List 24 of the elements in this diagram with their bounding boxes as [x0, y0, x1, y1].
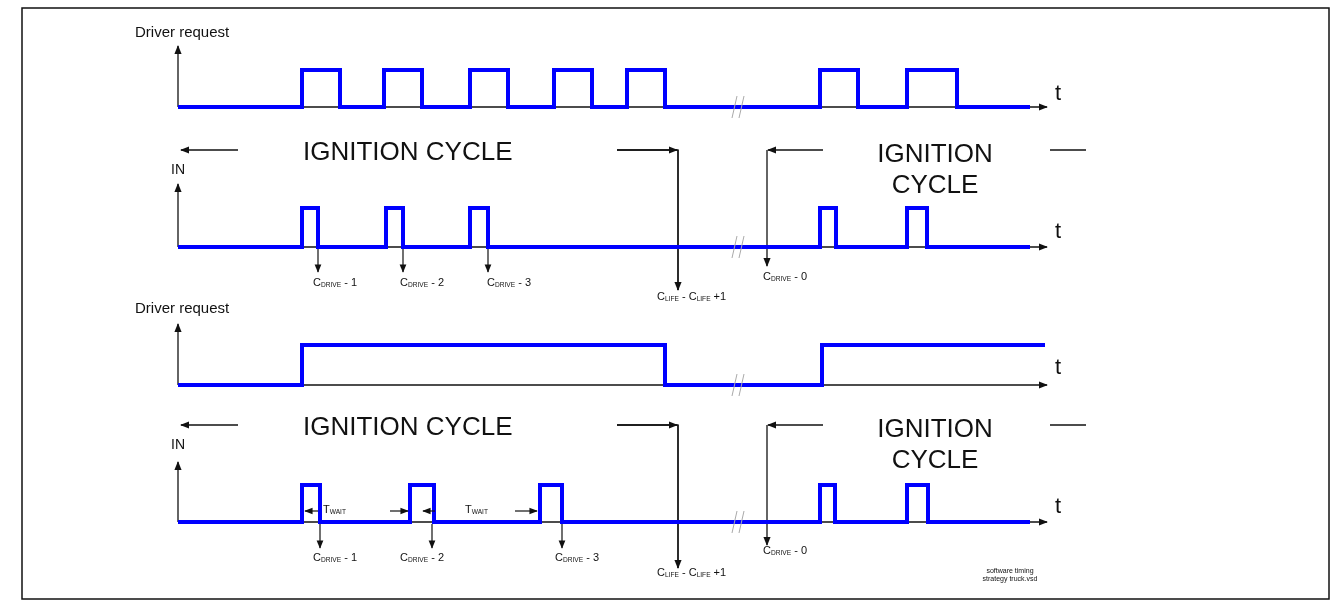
axis-label: t [1055, 495, 1062, 517]
axis-label: IN [171, 437, 185, 451]
counter-label: C$_{LIFE}$ - C$_{LIFE}$ +1 [657, 291, 727, 303]
axis-label: Driver request [135, 300, 230, 315]
axis-label: IN [171, 162, 185, 176]
counter-label: C$_{DRIVE}$ - 0 [763, 545, 807, 557]
counter-label: C$_{DRIVE}$ - 1 [313, 277, 357, 289]
counter-label: C$_{DRIVE}$ - 0 [763, 271, 807, 283]
wait-time-label: T$_{WAIT}$ [323, 504, 346, 516]
axis-label: t [1055, 220, 1062, 242]
axis-label: t [1055, 82, 1062, 104]
counter-label: C$_{LIFE}$ - C$_{LIFE}$ +1 [657, 567, 727, 579]
axis-label: t [1055, 356, 1062, 378]
counter-label: C$_{DRIVE}$ - 2 [400, 277, 444, 289]
cycle-label: IGNITION CYCLE [303, 413, 513, 439]
counter-label: C$_{DRIVE}$ - 3 [487, 277, 531, 289]
cycle-label: IGNITION CYCLE [303, 138, 513, 164]
counter-label: C$_{DRIVE}$ - 2 [400, 552, 444, 564]
counter-label: C$_{DRIVE}$ - 3 [555, 552, 599, 564]
axis-label: Driver request [135, 24, 230, 39]
wait-time-label: T$_{WAIT}$ [465, 504, 488, 516]
cycle-label: IGNITION CYCLE [876, 138, 994, 201]
counter-label: C$_{DRIVE}$ - 1 [313, 552, 357, 564]
cycle-label: IGNITION CYCLE [876, 413, 994, 476]
